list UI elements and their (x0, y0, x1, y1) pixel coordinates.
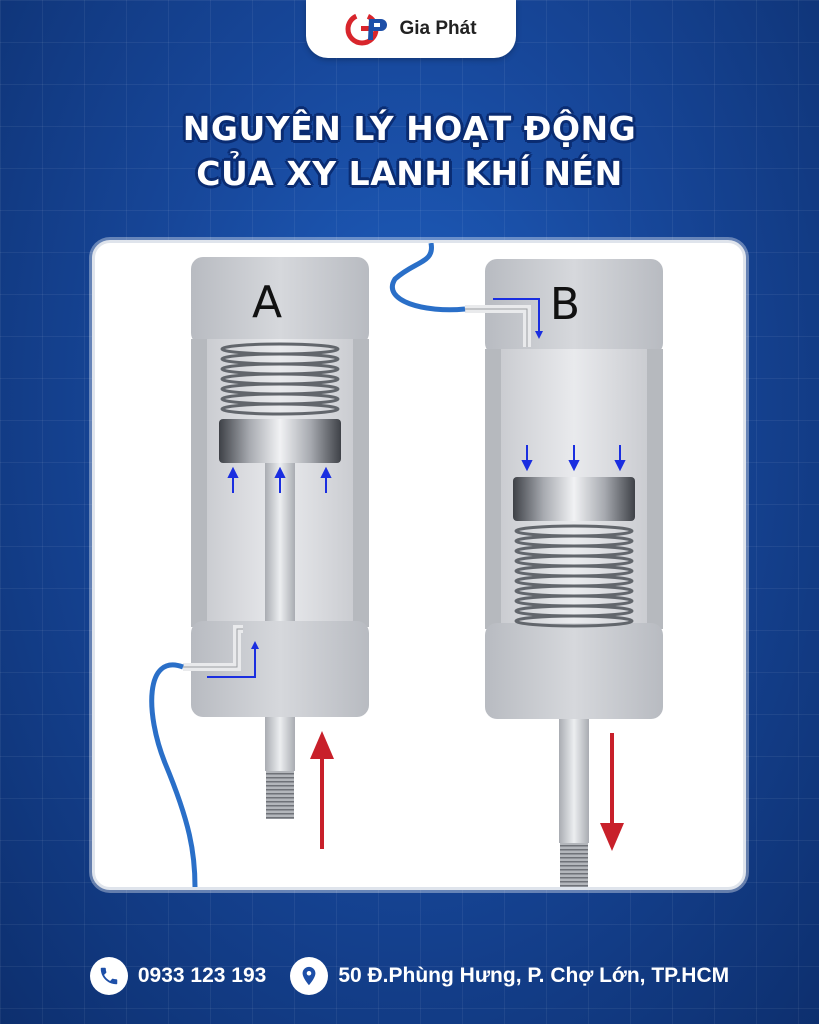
diagram-panel: A (92, 240, 746, 890)
gp-logo-icon (345, 12, 388, 46)
label-b: B (550, 279, 580, 330)
location-pin-icon (290, 957, 329, 995)
address-text: 50 Đ.Phùng Hưng, P. Chợ Lớn, TP.HCM (338, 964, 730, 987)
title-line-1: NGUYÊN LÝ HOẠT ĐỘNG (182, 109, 637, 148)
brand-name: Gia Phát (399, 18, 477, 39)
cylinder-a: A (149, 257, 369, 887)
brand-logo: Gia Phát (306, 0, 516, 58)
title-line-2: CỦA XY LANH KHÍ NÉN (196, 154, 623, 193)
phone-icon (89, 957, 128, 995)
address-contact[interactable]: 50 Đ.Phùng Hưng, P. Chợ Lớn, TP.HCM (290, 957, 729, 995)
footer-contact: 0933 123 193 50 Đ.Phùng Hưng, P. Chợ Lớn… (0, 948, 819, 1004)
phone-number: 0933 123 193 (137, 964, 267, 987)
phone-contact[interactable]: 0933 123 193 (89, 957, 267, 995)
cylinder-diagram: A (149, 243, 663, 887)
cylinder-b: B (390, 243, 663, 887)
page-title: NGUYÊN LÝ HOẠT ĐỘNG CỦA XY LANH KHÍ NÉN (0, 106, 819, 196)
label-a: A (252, 277, 282, 328)
